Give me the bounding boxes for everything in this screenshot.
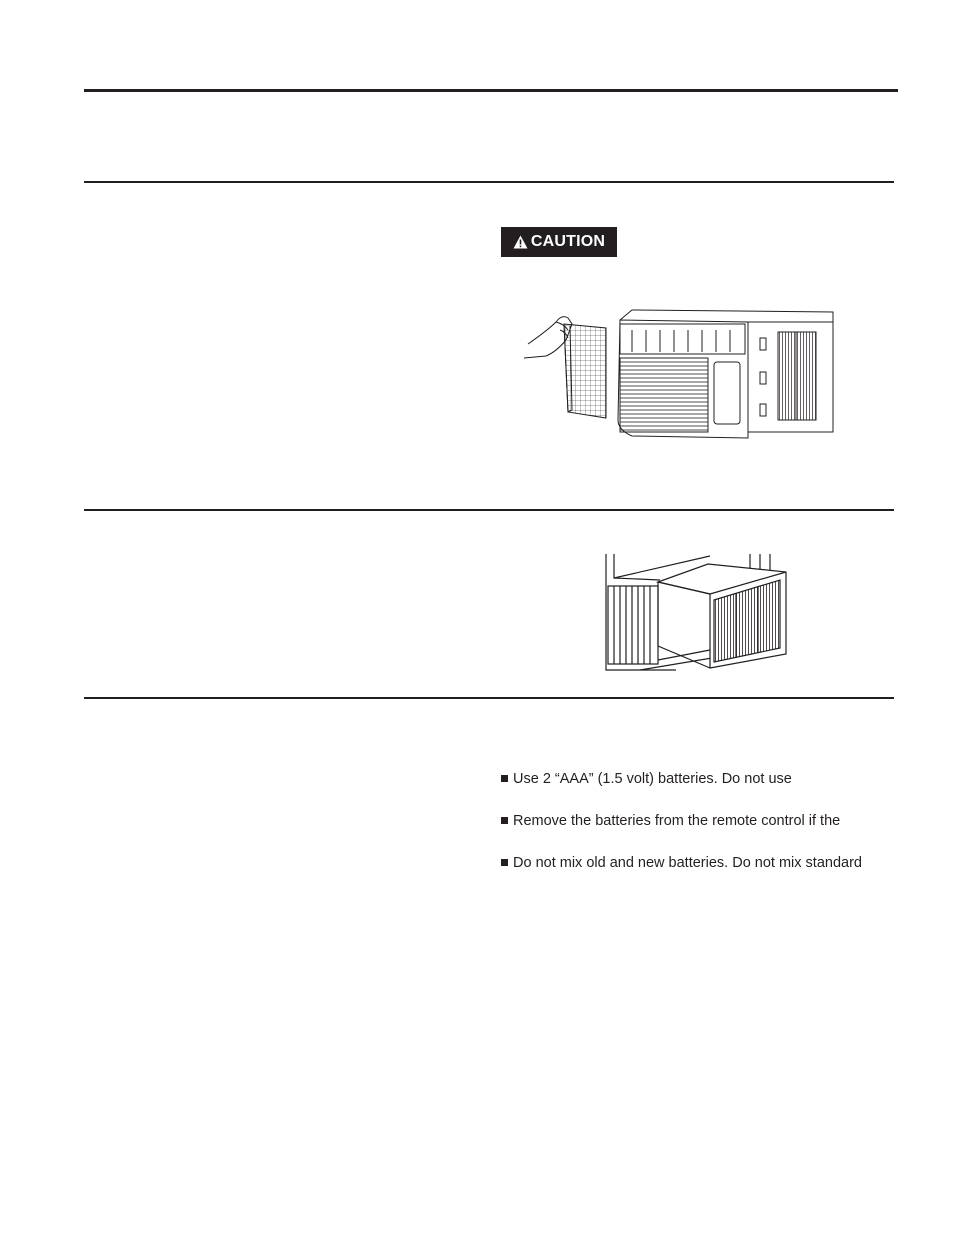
warning-triangle-icon <box>513 235 528 249</box>
battery-bullet-text: Use 2 “AAA” (1.5 volt) batteries. Do not… <box>513 771 792 787</box>
battery-bullet-text: Do not mix old and new batteries. Do not… <box>513 855 862 871</box>
battery-bullet-text: Remove the batteries from the remote con… <box>513 813 841 829</box>
bullet-square-icon <box>501 859 508 866</box>
battery-bullet-3: Do not mix old and new batteries. Do not… <box>501 855 862 871</box>
window-air-conditioner-illustration <box>605 554 787 671</box>
caution-label: CAUTION <box>501 227 617 257</box>
caution-text: CAUTION <box>530 233 606 250</box>
section-divider-3 <box>84 697 894 699</box>
section-divider-2 <box>84 509 894 511</box>
air-conditioner-filter-removal-illustration <box>523 309 834 439</box>
battery-bullet-2: Remove the batteries from the remote con… <box>501 813 840 829</box>
bullet-square-icon <box>501 775 508 782</box>
bullet-square-icon <box>501 817 508 824</box>
battery-bullet-1: Use 2 “AAA” (1.5 volt) batteries. Do not… <box>501 771 792 787</box>
top-rule <box>84 89 898 92</box>
section-divider-1 <box>84 181 894 183</box>
